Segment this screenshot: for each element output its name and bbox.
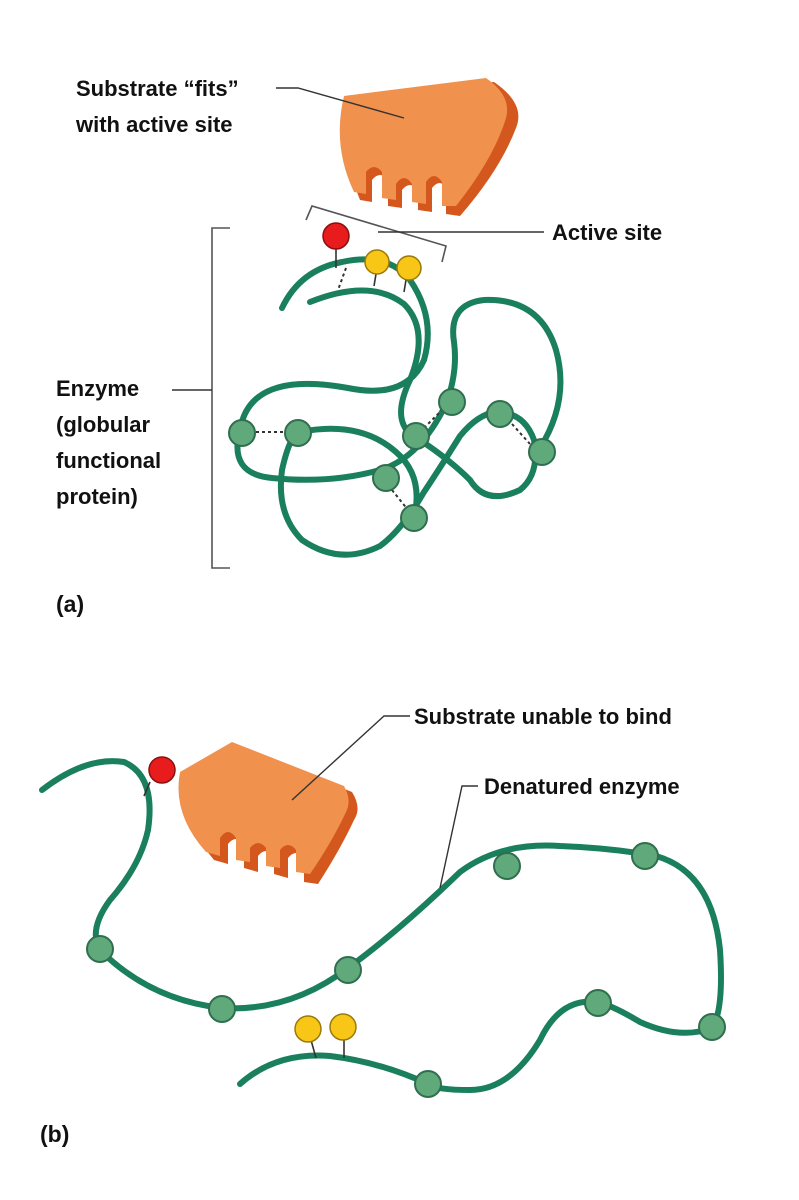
green-bead-b5 xyxy=(631,842,659,870)
green-bead-b8 xyxy=(414,1070,442,1098)
green-bead-b2 xyxy=(208,995,236,1023)
enzyme-label-line2: (globular xyxy=(56,412,151,437)
active-site-label: Active site xyxy=(552,220,662,245)
panel-a: Substrate “fits” with active site Active… xyxy=(56,76,662,617)
substrate-fits-label-line2: with active site xyxy=(75,112,233,137)
substrate-b-face xyxy=(178,742,349,874)
chain-strand-lower xyxy=(297,425,420,521)
panel-a-label: (a) xyxy=(56,591,84,617)
enzyme-label-line1: Enzyme xyxy=(56,376,139,401)
bond-top xyxy=(337,267,347,291)
green-bead-b1 xyxy=(86,935,114,963)
bond-center xyxy=(423,409,443,429)
green-bead-a4 xyxy=(402,422,430,450)
substrate-fits-label-line1: Substrate “fits” xyxy=(76,76,239,101)
denatured-chain-tail xyxy=(237,1052,431,1087)
chain-strand-upper xyxy=(234,256,564,483)
panel-b-label: (b) xyxy=(40,1121,69,1147)
red-stem-b xyxy=(143,781,151,797)
enzyme-label-line3: functional xyxy=(56,448,161,473)
yellow-stem-b1 xyxy=(310,1039,317,1059)
green-bead-b6 xyxy=(584,989,612,1017)
substrate-b xyxy=(178,742,358,884)
yellow-side-chain-b1 xyxy=(294,1015,322,1043)
chain-strand-inner xyxy=(277,287,539,558)
yellow-stem-a2 xyxy=(403,279,407,293)
bond-right xyxy=(511,423,531,445)
green-bead-a6 xyxy=(528,438,556,466)
yellow-stem-a1 xyxy=(373,273,377,287)
substrate-a-face xyxy=(339,78,508,206)
panel-b: Substrate unable to bind Denatured enzym… xyxy=(39,704,726,1147)
yellow-side-chain-a2 xyxy=(396,255,422,281)
substrate-a xyxy=(339,78,519,216)
green-bead-b3 xyxy=(334,956,362,984)
substrate-unable-label: Substrate unable to bind xyxy=(414,704,672,729)
yellow-side-chain-b2 xyxy=(329,1013,357,1041)
folded-enzyme-chain xyxy=(234,256,564,558)
substrate-fits-leader xyxy=(276,87,405,119)
green-bead-a3 xyxy=(438,388,466,416)
substrate-unable-leader xyxy=(291,715,410,801)
enzyme-bracket xyxy=(211,227,230,569)
red-side-chain-a xyxy=(322,222,350,250)
active-site-bracket xyxy=(305,205,447,263)
green-bead-a2 xyxy=(284,419,312,447)
green-bead-b7 xyxy=(698,1013,726,1041)
yellow-side-chain-a1 xyxy=(364,249,390,275)
green-bead-a5 xyxy=(486,400,514,428)
green-bead-b4 xyxy=(493,852,521,880)
green-bead-a1 xyxy=(228,419,256,447)
green-bead-a7 xyxy=(372,464,400,492)
green-bead-a8 xyxy=(400,504,428,532)
bond-lower xyxy=(391,489,409,511)
denatured-enzyme-label: Denatured enzyme xyxy=(484,774,680,799)
denatured-chain-main xyxy=(39,758,724,1094)
red-side-chain-b xyxy=(148,756,176,784)
enzyme-label-line4: protein) xyxy=(56,484,138,509)
denatured-leader xyxy=(439,785,478,889)
